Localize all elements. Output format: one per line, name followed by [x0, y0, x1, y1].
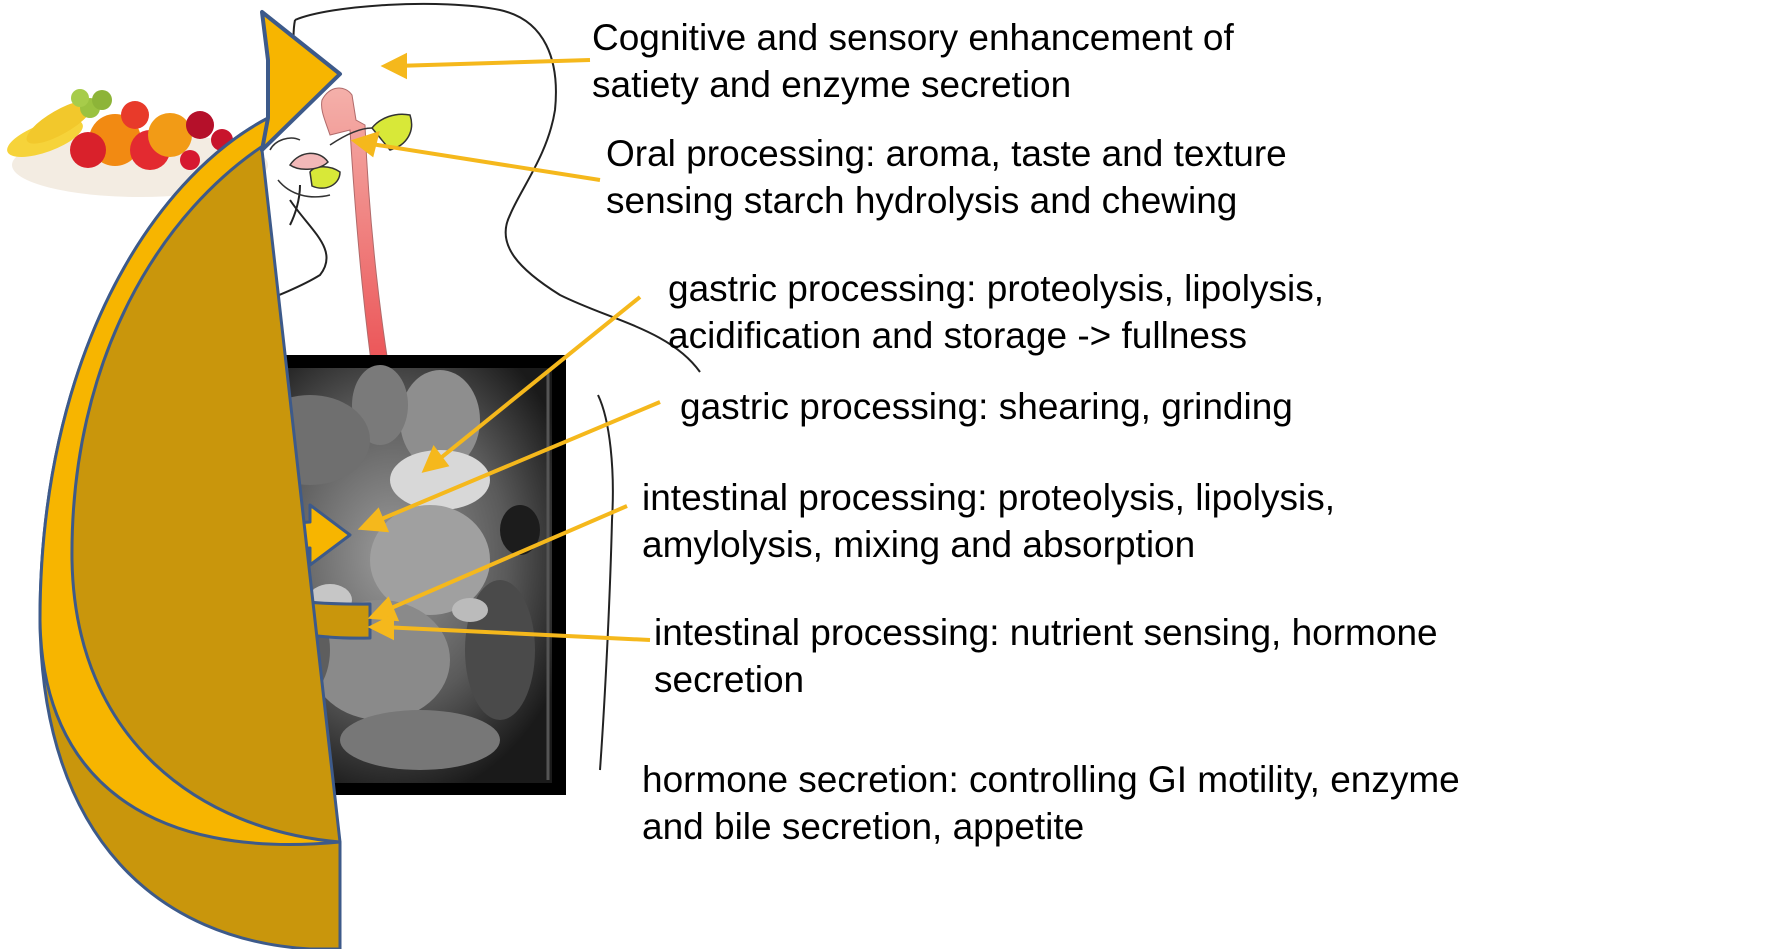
label-oral: Oral processing: aroma, taste and textur… — [606, 130, 1287, 224]
label-intestinal-sense-line2: secretion — [654, 656, 1438, 703]
label-gastric-mech-line1: gastric processing: shearing, grinding — [680, 383, 1293, 430]
label-hormone-line1: hormone secretion: controlling GI motili… — [642, 756, 1460, 803]
label-intestinal-sense: intestinal processing: nutrient sensing,… — [654, 609, 1438, 703]
label-cognitive-line1: Cognitive and sensory enhancement of — [592, 14, 1234, 61]
label-gastric-chem-line2: acidification and storage -> fullness — [668, 312, 1324, 359]
label-cognitive-line2: satiety and enzyme secretion — [592, 61, 1234, 108]
label-oral-line1: Oral processing: aroma, taste and textur… — [606, 130, 1287, 177]
label-intestinal-chem: intestinal processing: proteolysis, lipo… — [642, 474, 1335, 568]
pointer-cognitive — [385, 56, 590, 76]
label-intestinal-chem-line2: amylolysis, mixing and absorption — [642, 521, 1335, 568]
label-oral-line2: sensing starch hydrolysis and chewing — [606, 177, 1287, 224]
label-intestinal-chem-line1: intestinal processing: proteolysis, lipo… — [642, 474, 1335, 521]
label-gastric-chem: gastric processing: proteolysis, lipolys… — [668, 265, 1324, 359]
label-hormone: hormone secretion: controlling GI motili… — [642, 756, 1460, 850]
label-gastric-mech: gastric processing: shearing, grinding — [680, 383, 1293, 430]
label-cognitive: Cognitive and sensory enhancement of sat… — [592, 14, 1234, 108]
label-gastric-chem-line1: gastric processing: proteolysis, lipolys… — [668, 265, 1324, 312]
label-intestinal-sense-line1: intestinal processing: nutrient sensing,… — [654, 609, 1438, 656]
label-hormone-line2: and bile secretion, appetite — [642, 803, 1460, 850]
